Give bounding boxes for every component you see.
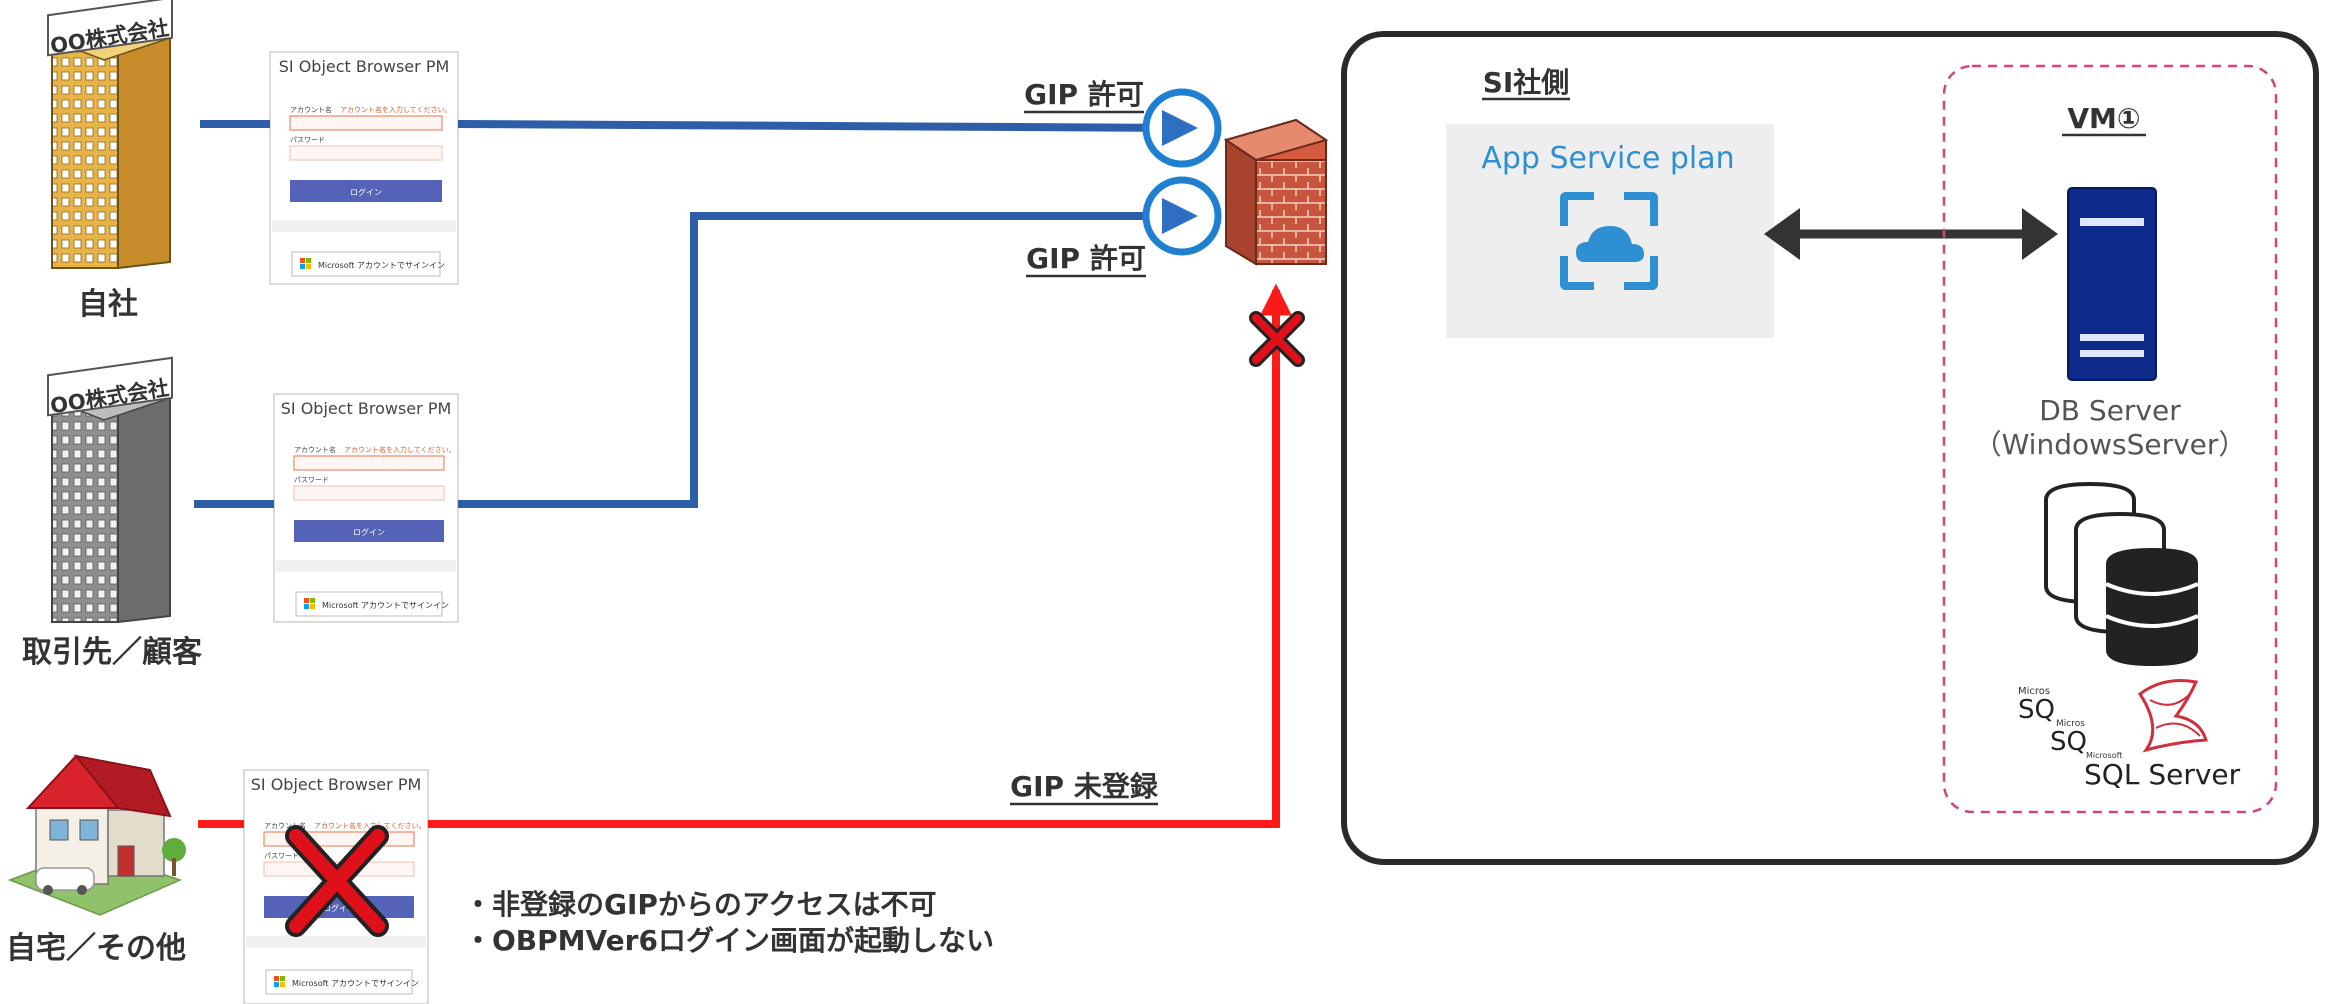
svg-text:Micros: Micros: [2018, 686, 2050, 697]
ms-signin-label: Microsoft アカウントでサインイン: [292, 979, 419, 988]
server-icon: [2067, 187, 2157, 381]
password-label: パスワード: [294, 476, 329, 484]
company-building-icon: OO株式会社: [47, 0, 173, 270]
ms-signin-label: Microsoft アカウントでサインイン: [322, 601, 449, 610]
blocked-login-x-icon: [285, 825, 389, 937]
login-button-label: ログイン: [353, 527, 385, 537]
sql-server-label: SQL Server: [2084, 758, 2241, 791]
database-stack-icon: [2044, 481, 2199, 666]
allowed-connection-1: [200, 120, 1197, 132]
password-label: パスワード: [290, 136, 325, 144]
account-hint: アカウント名を入力してください。: [344, 445, 456, 454]
account-input[interactable]: [293, 455, 445, 471]
app-service-label: App Service plan: [1481, 141, 1734, 176]
account-label: アカウント名: [264, 821, 306, 830]
ms-signin-label: Microsoft アカウントでサインイン: [318, 261, 445, 270]
company-label: 自社: [78, 287, 138, 322]
si-side-title: SI社側: [1483, 66, 1570, 99]
allowed-arrow-icon: [1142, 88, 1222, 168]
vm-box: [1942, 64, 2278, 814]
svg-text:Micros: Micros: [2056, 719, 2085, 729]
bidirectional-arrow-icon: [1764, 208, 2058, 260]
login-card-company: SI Object Browser PM アカウント名 アカウント名を入力してく…: [269, 51, 459, 285]
account-label: アカウント名: [290, 105, 332, 114]
password-input[interactable]: [293, 485, 445, 501]
partner-building-icon: OO株式会社: [47, 356, 173, 624]
db-server-label-1: DB Server: [2039, 394, 2181, 427]
note-line-2: ・OBPMVer6ログイン画面が起動しない: [464, 924, 994, 957]
partner-label: 取引先／顧客: [22, 635, 202, 670]
allowed-arrow-icon: [1142, 176, 1222, 256]
ms-signin-button[interactable]: [265, 969, 413, 995]
account-input[interactable]: [289, 115, 443, 131]
account-label: アカウント名: [294, 445, 336, 454]
password-input[interactable]: [289, 145, 443, 161]
login-card-title: SI Object Browser PM: [279, 57, 450, 76]
login-button-label: ログイン: [350, 187, 382, 197]
allowed-connection-2: [194, 212, 1196, 508]
login-card-title: SI Object Browser PM: [251, 775, 422, 794]
login-card-title: SI Object Browser PM: [281, 399, 452, 418]
svg-text:Microsoft: Microsoft: [2086, 751, 2122, 760]
login-button[interactable]: [290, 180, 442, 202]
account-hint: アカウント名を入力してください。: [314, 821, 426, 830]
gip-allowed-label-1: GIP 許可: [1024, 78, 1144, 111]
sql-server-logo: Micros SQ Micros SQ Microsoft SQL Server: [2018, 679, 2241, 791]
note-line-1: ・非登録のGIPからのアクセスは不可: [464, 888, 937, 921]
ms-signin-button[interactable]: [291, 251, 441, 277]
ms-signin-button[interactable]: [295, 591, 443, 617]
svg-text:SQ: SQ: [2018, 695, 2055, 725]
firewall-icon: [1223, 118, 1329, 266]
db-server-label-2: （WindowsServer）: [1974, 428, 2247, 461]
home-house-icon: [7, 754, 186, 916]
svg-text:SQ: SQ: [2050, 727, 2087, 757]
app-service-icon: [1560, 192, 1658, 290]
blocked-x-icon: [1249, 311, 1305, 367]
login-button[interactable]: [294, 520, 444, 542]
gip-unregistered-label: GIP 未登録: [1010, 770, 1159, 803]
blocked-connection: [198, 283, 1292, 828]
login-button-label: ログイン: [323, 903, 355, 913]
account-hint: アカウント名を入力してください。: [340, 105, 452, 114]
login-card-partner: SI Object Browser PM アカウント名 アカウント名を入力してく…: [273, 393, 459, 623]
gip-allowed-label-2: GIP 許可: [1026, 242, 1146, 275]
home-label: 自宅／その他: [6, 931, 186, 966]
password-label: パスワード: [264, 852, 299, 860]
vm-title: VM①: [2067, 102, 2140, 135]
